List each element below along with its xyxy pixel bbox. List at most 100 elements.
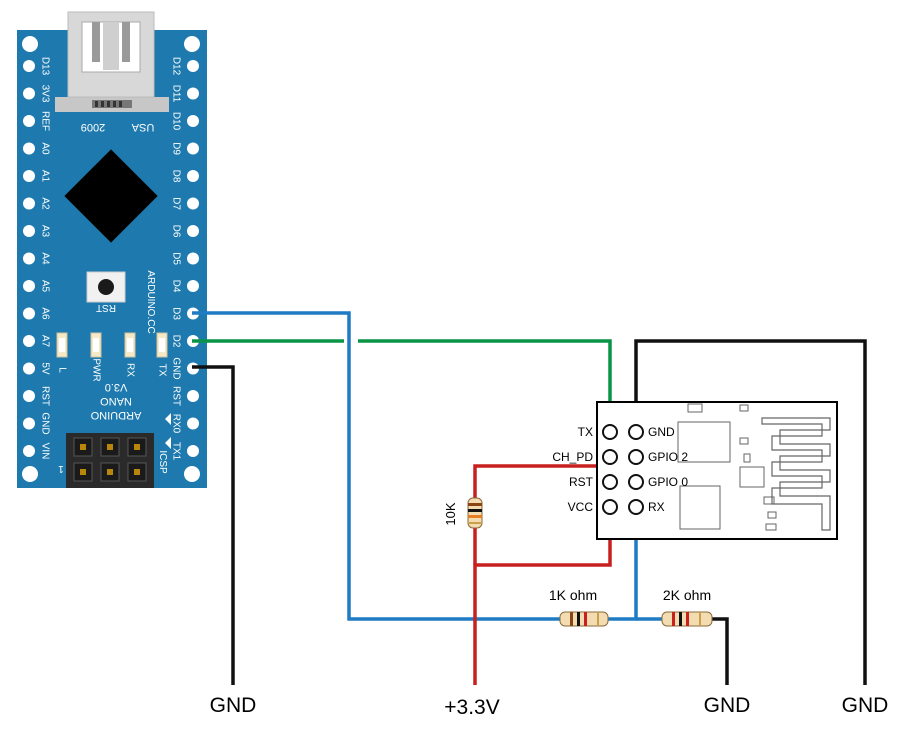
module-pin xyxy=(602,424,618,440)
icsp-pin-tip xyxy=(80,444,86,450)
wire-green-tx xyxy=(358,339,612,432)
usb-left-label: 2009 xyxy=(81,121,105,133)
led-label: L xyxy=(56,367,67,373)
wire-black-module-gnd xyxy=(634,339,867,685)
module-flash xyxy=(679,485,721,530)
module-pin xyxy=(628,499,644,515)
microcontroller-chip xyxy=(64,149,158,243)
pin-hole xyxy=(23,142,35,155)
board-pin-label: D2 xyxy=(170,335,181,348)
resistor-r1 xyxy=(559,611,609,627)
terminal-vcc: +3.3V xyxy=(444,696,499,719)
wire-black-arduino-gnd xyxy=(192,365,235,685)
board-pin-label: TX1 xyxy=(170,442,181,461)
reset-button xyxy=(86,271,126,303)
icsp-header xyxy=(66,433,154,488)
pin-hole xyxy=(187,280,199,292)
pin-hole xyxy=(187,445,199,457)
resistor-r2 xyxy=(661,611,713,627)
board-pin-label: D13 xyxy=(39,57,50,76)
icsp-pin1-label: 1 xyxy=(58,463,64,474)
rx-arrow xyxy=(165,413,171,425)
right-pin-holes xyxy=(187,60,199,457)
wire-blue-d3 xyxy=(192,311,560,621)
wires xyxy=(192,311,867,685)
module-pin xyxy=(602,449,618,465)
pin-hole xyxy=(187,87,199,100)
module-component xyxy=(767,511,777,519)
tx-arrow xyxy=(165,437,171,449)
left-pin-holes xyxy=(23,60,35,457)
module-component xyxy=(739,466,765,488)
board-pin-label: A3 xyxy=(39,225,50,238)
board-pin-label: A5 xyxy=(39,280,50,293)
board-pin-label: RX0 xyxy=(170,414,181,434)
led-lens xyxy=(159,338,165,352)
pin-hole xyxy=(23,115,35,127)
model-line-2: NANO xyxy=(100,395,132,407)
module-pin xyxy=(602,474,618,490)
module-pin-label: RX xyxy=(648,500,665,514)
module-pin-label: GPIO 2 xyxy=(648,450,688,464)
resistor-pullup xyxy=(467,497,483,529)
pin-hole xyxy=(23,307,35,320)
model-line-1: V3.0 xyxy=(105,381,128,393)
module-component xyxy=(765,523,777,531)
icsp-pin-tip xyxy=(107,444,113,450)
board-pin-label: GND xyxy=(170,357,181,379)
module-component xyxy=(739,404,749,412)
module-pin xyxy=(628,449,644,465)
board-pin-label: D12 xyxy=(170,57,181,76)
pin-hole xyxy=(23,87,35,100)
module-pin-label: GPIO 0 xyxy=(648,475,688,489)
board-pin-label: D7 xyxy=(170,197,181,210)
pin-hole xyxy=(187,225,199,237)
board-pin-label: D3 xyxy=(170,307,181,320)
icsp-pin-tip xyxy=(107,469,113,475)
icsp-pin-tip xyxy=(80,469,86,475)
icsp-pin-tip xyxy=(134,444,140,450)
icsp-pin-tip xyxy=(134,469,140,475)
module-pin-label: TX xyxy=(578,425,593,439)
board-pin-label: D9 xyxy=(170,142,181,155)
terminal-gnd-module: GND xyxy=(842,694,889,717)
module-chip xyxy=(677,421,731,463)
model-line-3: ARDUINO xyxy=(90,409,141,421)
pin-hole xyxy=(23,335,35,347)
wire-black-divider-gnd xyxy=(712,617,729,685)
pin-hole xyxy=(187,197,199,210)
board-pin-label: D4 xyxy=(170,280,181,293)
antenna-trace xyxy=(761,417,831,531)
reset-button-label: RST xyxy=(96,302,116,313)
module-pin xyxy=(628,424,644,440)
pin-hole xyxy=(23,60,35,72)
module-pins xyxy=(602,424,644,515)
pin-hole xyxy=(187,417,199,430)
terminal-gnd-arduino: GND xyxy=(210,694,257,717)
board-pin-label: A1 xyxy=(39,170,50,183)
pin-hole xyxy=(23,445,35,457)
pin-hole xyxy=(23,417,35,430)
board-pin-label: RST xyxy=(170,386,181,406)
pin-hole xyxy=(187,60,199,72)
board-pin-label: D8 xyxy=(170,170,181,183)
module-pin xyxy=(602,499,618,515)
board-pin-label: VIN xyxy=(39,443,50,460)
board-pin-label: A4 xyxy=(39,252,50,265)
board-pin-label: A7 xyxy=(39,335,50,348)
pin-hole xyxy=(187,142,199,155)
led-lens xyxy=(59,338,65,352)
module-pin-label: VCC xyxy=(568,500,594,514)
board-pin-label: D11 xyxy=(170,85,181,103)
led-label: PWR xyxy=(90,358,101,381)
mounting-hole xyxy=(184,466,200,482)
pin-hole xyxy=(187,115,199,127)
board-pin-label: A0 xyxy=(39,142,50,155)
usb-connector xyxy=(55,11,169,112)
module-pin xyxy=(628,474,644,490)
